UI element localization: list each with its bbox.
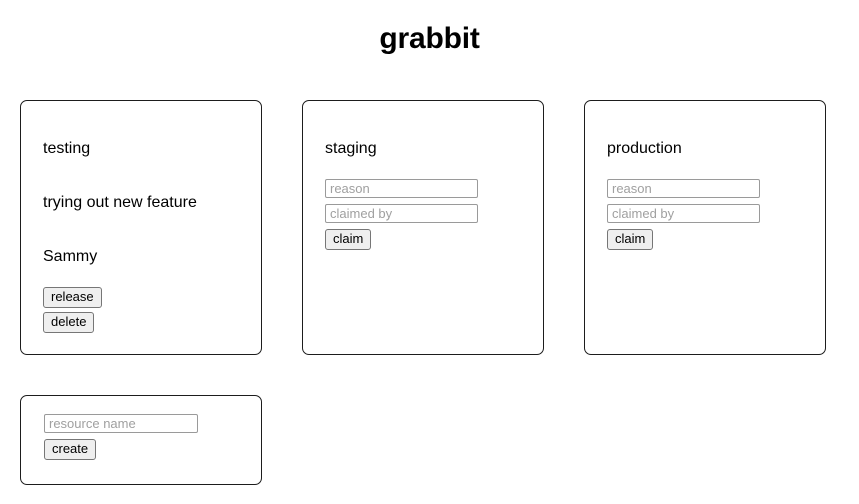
resource-card-staging: staging claim <box>302 100 544 355</box>
resource-name: production <box>607 140 682 157</box>
resource-name: staging <box>325 140 377 157</box>
create-resource-card: create <box>20 395 262 485</box>
resource-card-testing: testing trying out new feature Sammy rel… <box>20 100 262 355</box>
claimed-by-input[interactable] <box>607 204 760 223</box>
page-title: grabbit <box>379 22 480 55</box>
create-button[interactable]: create <box>44 439 97 460</box>
reason-input[interactable] <box>325 179 478 198</box>
claim-button[interactable]: claim <box>607 229 654 250</box>
reason-input[interactable] <box>607 179 760 198</box>
delete-button[interactable]: delete <box>43 312 95 333</box>
resource-card-production: production claim <box>584 100 826 355</box>
resource-reason: trying out new feature <box>43 194 197 211</box>
release-button[interactable]: release <box>43 287 102 308</box>
resource-name-input[interactable] <box>44 414 198 433</box>
resource-name: testing <box>43 140 91 157</box>
resource-claimed-by: Sammy <box>43 248 98 265</box>
claim-button[interactable]: claim <box>325 229 372 250</box>
claimed-by-input[interactable] <box>325 204 478 223</box>
